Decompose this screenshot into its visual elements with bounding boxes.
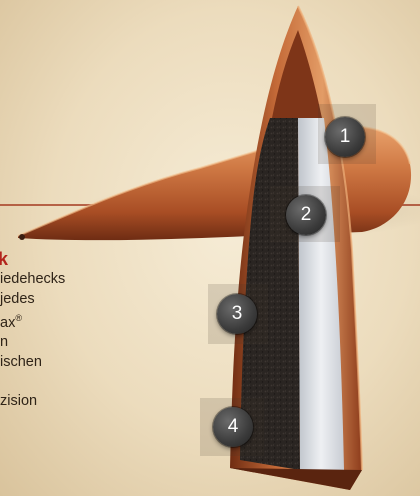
description-text-block: k iedehecks jedes ax® n ischen zision [0, 248, 100, 411]
body-line-6 [0, 372, 100, 392]
callout-label: 2 [301, 204, 312, 225]
callout-label: 3 [232, 303, 243, 324]
body-line-5: ischen [0, 353, 100, 373]
callout-badge-4: 4 [213, 407, 253, 447]
body-line-1: iedehecks [0, 270, 100, 290]
heading-fragment: k [0, 248, 100, 270]
callout-label: 4 [228, 416, 239, 437]
callout-badge-2: 2 [286, 195, 326, 235]
callout-badge-1: 1 [325, 117, 365, 157]
registered-mark: ® [15, 313, 22, 323]
body-line-3: ax® [0, 309, 100, 333]
callout-badge-3: 3 [217, 294, 257, 334]
body-line-4: n [0, 333, 100, 353]
callout-label: 1 [340, 126, 351, 147]
body-line-2: jedes [0, 290, 100, 310]
body-line-3-text: ax [0, 315, 15, 331]
body-line-7: zision [0, 392, 100, 412]
